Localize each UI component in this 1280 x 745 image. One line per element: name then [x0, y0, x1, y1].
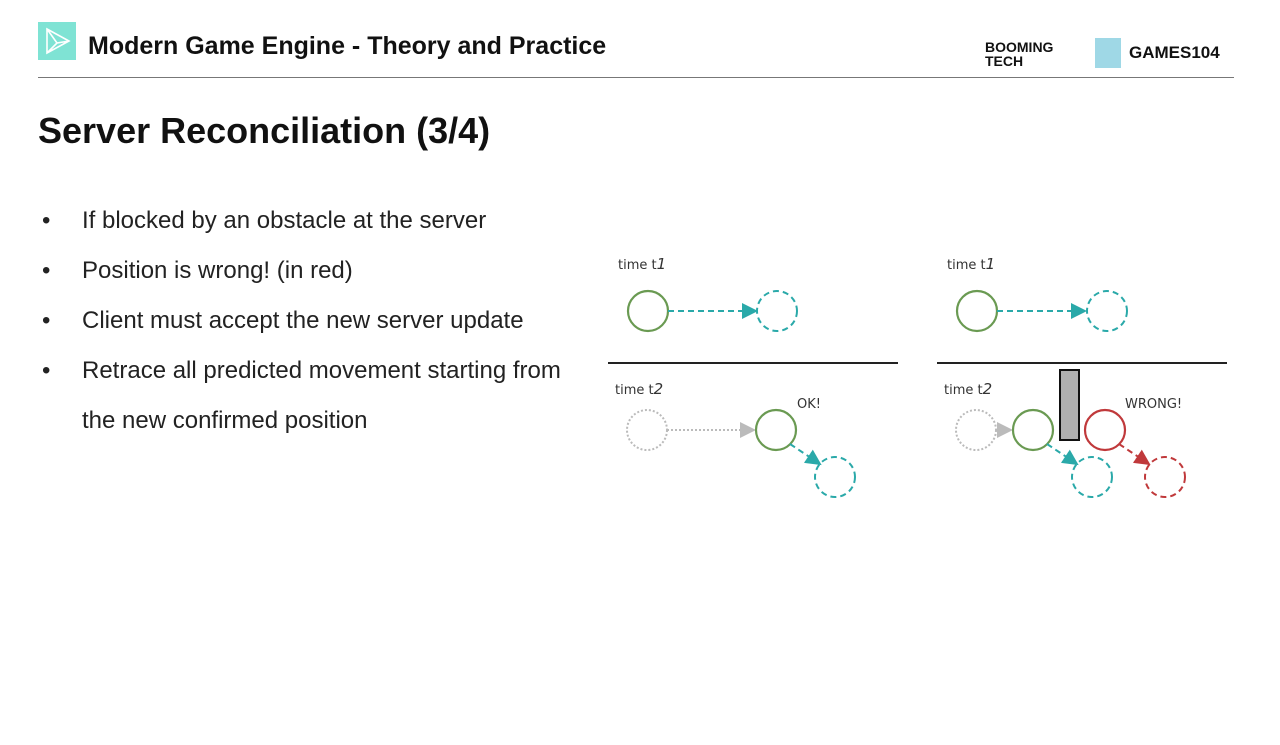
predicted-position	[814, 456, 856, 498]
course-title: Modern Game Engine - Theory and Practice	[88, 32, 607, 60]
time-label: time t2	[944, 380, 992, 398]
course-logo-icon	[38, 22, 76, 60]
slide-title: Server Reconciliation (3/4)	[38, 110, 491, 151]
predicted-position	[1086, 290, 1128, 332]
time-label: time t1	[947, 255, 995, 273]
diagram-right-wrong: time t1 time t2 WRONG!	[937, 255, 1227, 498]
bullet-item: Retrace all predicted movement starting …	[40, 346, 600, 446]
predicted-position	[756, 290, 798, 332]
status-wrong: WRONG!	[1125, 397, 1182, 412]
previous-position	[955, 409, 997, 451]
wrong-position	[1083, 408, 1127, 452]
status-ok: OK!	[797, 397, 821, 412]
bullet-list: If blocked by an obstacle at the server …	[40, 196, 600, 446]
obstacle	[1059, 369, 1080, 441]
confirmed-position	[955, 289, 999, 333]
confirmed-position	[754, 408, 798, 452]
previous-position	[626, 409, 668, 451]
time-label: time t2	[615, 380, 663, 398]
bullet-item: Client must accept the new server update	[40, 296, 600, 346]
confirmed-position	[1011, 408, 1055, 452]
wrong-predicted-position	[1144, 456, 1186, 498]
time-label: time t1	[618, 255, 666, 273]
games104-logo: GAMES104	[1095, 38, 1220, 68]
predicted-position	[1071, 456, 1113, 498]
confirmed-position	[626, 289, 670, 333]
bullet-item: If blocked by an obstacle at the server	[40, 196, 600, 246]
diagram-left-ok: time t1 time t2 OK!	[608, 255, 898, 498]
header-divider	[38, 77, 1234, 78]
bullet-item: Position is wrong! (in red)	[40, 246, 600, 296]
